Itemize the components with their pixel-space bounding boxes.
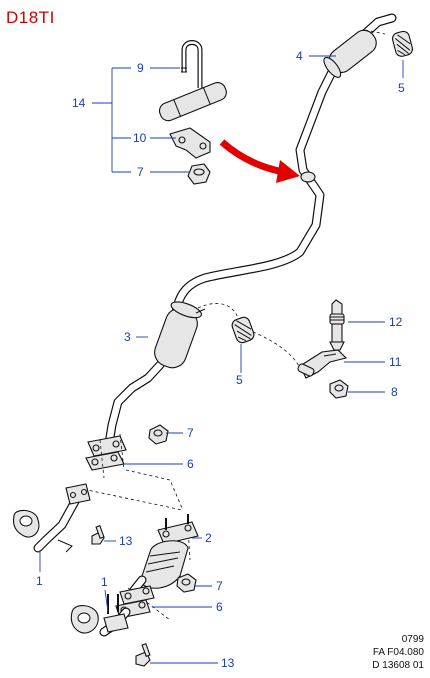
alignment-dash-2 xyxy=(77,469,183,511)
clamp-bracket xyxy=(169,127,211,159)
callout-4: 4 xyxy=(296,49,303,63)
flange-upper xyxy=(87,435,127,457)
mount-dash-line xyxy=(197,303,239,319)
catalytic-converter xyxy=(129,514,199,595)
callout-12: 12 xyxy=(389,315,403,329)
rear-silencer xyxy=(323,29,377,78)
flange-nut-upper xyxy=(148,424,169,445)
engine-code: D18TI xyxy=(6,8,55,27)
downpipe-upper xyxy=(12,483,91,553)
pipe-joint xyxy=(300,171,316,183)
rubber-mount-centre xyxy=(231,316,255,344)
callouts: 9 14 10 7 4 5 3 12 11 8 5 7 6 2 13 1 7 1… xyxy=(36,49,405,670)
hanger-bracket xyxy=(195,308,206,314)
callout-7-clamp: 7 xyxy=(137,165,144,179)
hanger-stud xyxy=(329,299,345,351)
mount-dash-line-2 xyxy=(252,331,301,369)
footer-figure-code: FA F04.080 xyxy=(372,647,424,658)
drawing-reference: 0799 FA F04.080 D 13608 01 xyxy=(372,633,424,672)
hanger-clamp xyxy=(297,349,348,379)
bolt-lower xyxy=(135,642,151,667)
callout-10: 10 xyxy=(133,131,147,145)
callout-2: 2 xyxy=(205,531,212,545)
callout-7-cat: 7 xyxy=(216,579,223,593)
red-arrow xyxy=(219,139,300,183)
footer-date-code: 0799 xyxy=(401,634,424,645)
rubber-mount-rear xyxy=(391,30,414,57)
callout-5-rear: 5 xyxy=(398,81,405,95)
exhaust-pipe xyxy=(103,13,397,455)
clamp-nut xyxy=(187,163,211,185)
callout-11: 11 xyxy=(389,355,402,369)
callout-5-centre: 5 xyxy=(236,373,243,387)
bolt-upper xyxy=(91,524,105,545)
footer-drawing-number: D 13608 01 xyxy=(372,660,424,671)
u-bolt xyxy=(181,40,203,88)
callout-1-upper: 1 xyxy=(36,574,43,588)
hanger-nut xyxy=(329,379,349,399)
callout-3: 3 xyxy=(124,330,131,344)
flange-lower xyxy=(115,585,155,619)
callout-9: 9 xyxy=(137,61,144,75)
gasket-upper xyxy=(85,451,125,471)
cat-nut xyxy=(176,573,197,593)
clamp-sleeve xyxy=(158,82,227,122)
callout-14: 14 xyxy=(72,96,86,110)
leader-lines xyxy=(39,55,404,664)
downpipe-lower xyxy=(70,594,131,637)
centre-silencer xyxy=(154,301,202,369)
callout-1-lower: 1 xyxy=(101,575,108,589)
callout-6-upper: 6 xyxy=(187,457,194,471)
callout-6-lower: 6 xyxy=(216,600,223,614)
callout-8: 8 xyxy=(391,385,398,399)
callout-13-upper: 13 xyxy=(119,534,133,548)
callout-13-lower: 13 xyxy=(221,656,235,670)
callout-7-flange: 7 xyxy=(187,426,194,440)
